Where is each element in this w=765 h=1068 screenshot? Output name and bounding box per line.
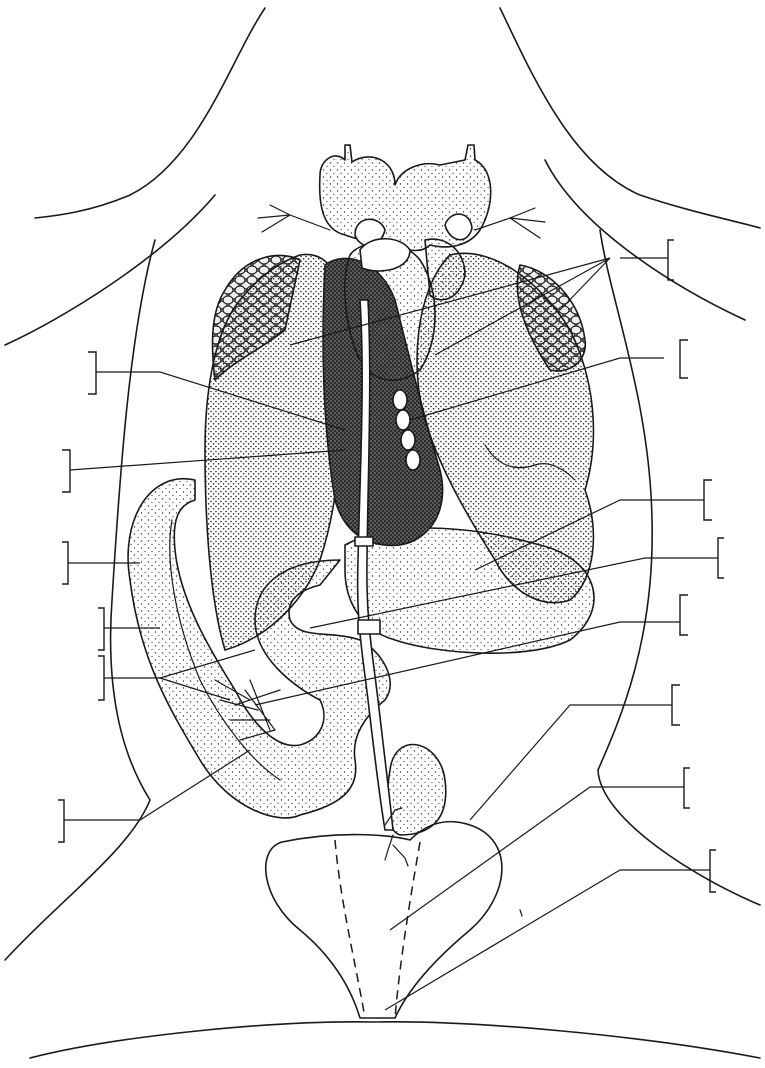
bracket-2 (680, 340, 688, 378)
bracket-3 (88, 352, 96, 394)
bladder (266, 822, 502, 1018)
bracket-8 (98, 608, 104, 650)
bracket-11 (672, 685, 680, 725)
bracket-9 (680, 595, 688, 635)
bracket-6 (62, 542, 68, 584)
bracket-14 (710, 850, 716, 892)
bracket-5 (704, 480, 712, 520)
large-intestine (387, 745, 446, 835)
bracket-4 (62, 450, 70, 492)
bracket-1 (668, 240, 674, 280)
bracket-12 (684, 768, 690, 808)
bracket-10 (98, 656, 104, 700)
bracket-13 (58, 800, 64, 842)
bracket-7 (718, 538, 724, 578)
